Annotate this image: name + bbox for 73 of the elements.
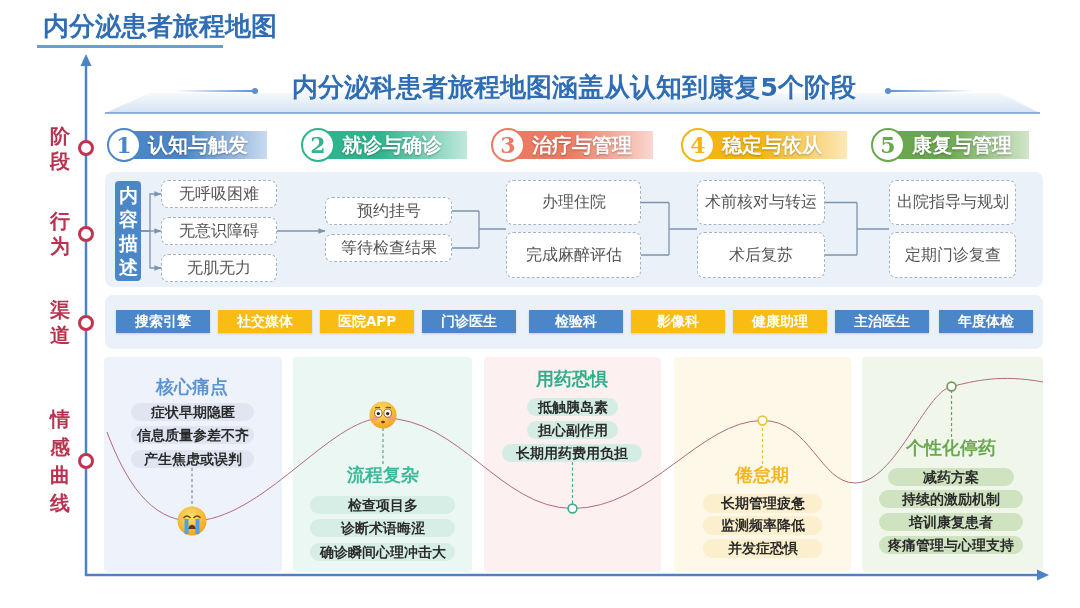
step-box: 无意识障碍 bbox=[161, 217, 277, 245]
channel-tag: 影像科 bbox=[631, 310, 725, 333]
row-label: 阶段 bbox=[49, 124, 71, 174]
curve-marker bbox=[757, 415, 768, 426]
column-heading: 核心痛点 bbox=[155, 376, 229, 398]
column-heading: 用药恐惧 bbox=[535, 368, 609, 390]
step-number-badge: 2 bbox=[301, 128, 335, 162]
channel-tag: 医院APP bbox=[320, 310, 414, 333]
page-title: 内分泌患者旅程地图 bbox=[43, 10, 277, 43]
issue-pill: 信息质量参差不齐 bbox=[131, 426, 254, 444]
leader-line bbox=[382, 426, 384, 465]
issue-pill: 诊断术语晦涩 bbox=[310, 519, 455, 537]
heading-banner: 内分泌科患者旅程地图涵盖从认知到康复5个阶段 bbox=[105, 70, 1043, 114]
step-box: 等待检查结果 bbox=[325, 234, 452, 262]
issue-pill: 担心副作用 bbox=[527, 421, 618, 439]
issue-pill: 并发症恐惧 bbox=[703, 539, 822, 558]
column-heading: 个性化停药 bbox=[905, 437, 997, 459]
issue-pill: 抵触胰岛素 bbox=[527, 398, 618, 416]
step-number-badge: 3 bbox=[491, 128, 525, 162]
step-box: 预约挂号 bbox=[325, 197, 452, 225]
channel-tag: 健康助理 bbox=[733, 310, 827, 333]
step-box: 出院指导与规划 bbox=[889, 180, 1016, 225]
column-panel bbox=[104, 357, 282, 572]
panel-background bbox=[105, 172, 1043, 287]
issue-pill: 确诊瞬间心理冲击大 bbox=[310, 543, 455, 561]
issue-pill: 减药方案 bbox=[888, 468, 1014, 486]
step-box: 办理住院 bbox=[506, 180, 641, 225]
issue-pill: 持续的激励机制 bbox=[879, 490, 1023, 508]
column-heading: 流程复杂 bbox=[346, 464, 420, 486]
branch-arrow bbox=[140, 230, 162, 271]
issue-pill: 检查项目多 bbox=[310, 496, 455, 514]
row-label: 情感曲线 bbox=[48, 406, 71, 517]
bracket-connector bbox=[451, 210, 507, 249]
column-panel bbox=[293, 357, 472, 572]
channel-tag: 社交媒体 bbox=[218, 310, 312, 333]
issue-pill: 培训康复患者 bbox=[879, 513, 1023, 531]
step-box: 术后复苏 bbox=[697, 232, 825, 278]
column-panel bbox=[674, 357, 851, 572]
leader-line bbox=[571, 461, 574, 506]
bracket-connector bbox=[824, 201, 890, 256]
category-label: 内容描述 bbox=[115, 181, 141, 281]
step-box: 定期门诊复查 bbox=[889, 232, 1016, 278]
column-panel bbox=[862, 357, 1043, 572]
flushed-face-icon bbox=[369, 401, 397, 429]
issue-pill: 症状早期隐匿 bbox=[131, 403, 254, 421]
issue-pill: 产生焦虑或误判 bbox=[131, 450, 254, 468]
issue-pill: 长期管理疲惫 bbox=[703, 494, 822, 513]
channel-tag: 搜索引擎 bbox=[116, 310, 210, 333]
column-panel bbox=[484, 357, 661, 572]
step-box: 无肌无力 bbox=[161, 254, 277, 282]
channel-tag: 主治医生 bbox=[835, 310, 929, 333]
row-label: 行为 bbox=[48, 209, 71, 259]
curve-marker bbox=[946, 381, 957, 392]
curve-marker bbox=[567, 503, 578, 514]
issue-pill: 疼痛管理与心理支持 bbox=[879, 536, 1023, 554]
bracket-connector bbox=[640, 201, 698, 256]
crying-face-icon bbox=[177, 506, 207, 536]
leader-line bbox=[950, 389, 953, 438]
step-box: 无呼吸困难 bbox=[161, 180, 277, 208]
panel-background bbox=[105, 295, 1043, 349]
channel-tag: 门诊医生 bbox=[422, 310, 516, 333]
step-number-badge: 4 bbox=[681, 128, 715, 162]
issue-pill: 监测频率降低 bbox=[703, 516, 822, 535]
issue-pill: 长期用药费用负担 bbox=[502, 444, 642, 462]
column-heading: 倦怠期 bbox=[734, 464, 790, 486]
channel-tag: 年度体检 bbox=[939, 310, 1033, 333]
step-box: 完成麻醉评估 bbox=[506, 232, 641, 278]
step-box: 术前核对与转运 bbox=[697, 180, 825, 225]
step-number-badge: 5 bbox=[871, 128, 905, 162]
connector-arrow bbox=[276, 228, 326, 234]
channel-tag: 检验科 bbox=[529, 310, 623, 333]
step-number-badge: 1 bbox=[107, 128, 141, 162]
row-label: 渠道 bbox=[49, 298, 71, 348]
